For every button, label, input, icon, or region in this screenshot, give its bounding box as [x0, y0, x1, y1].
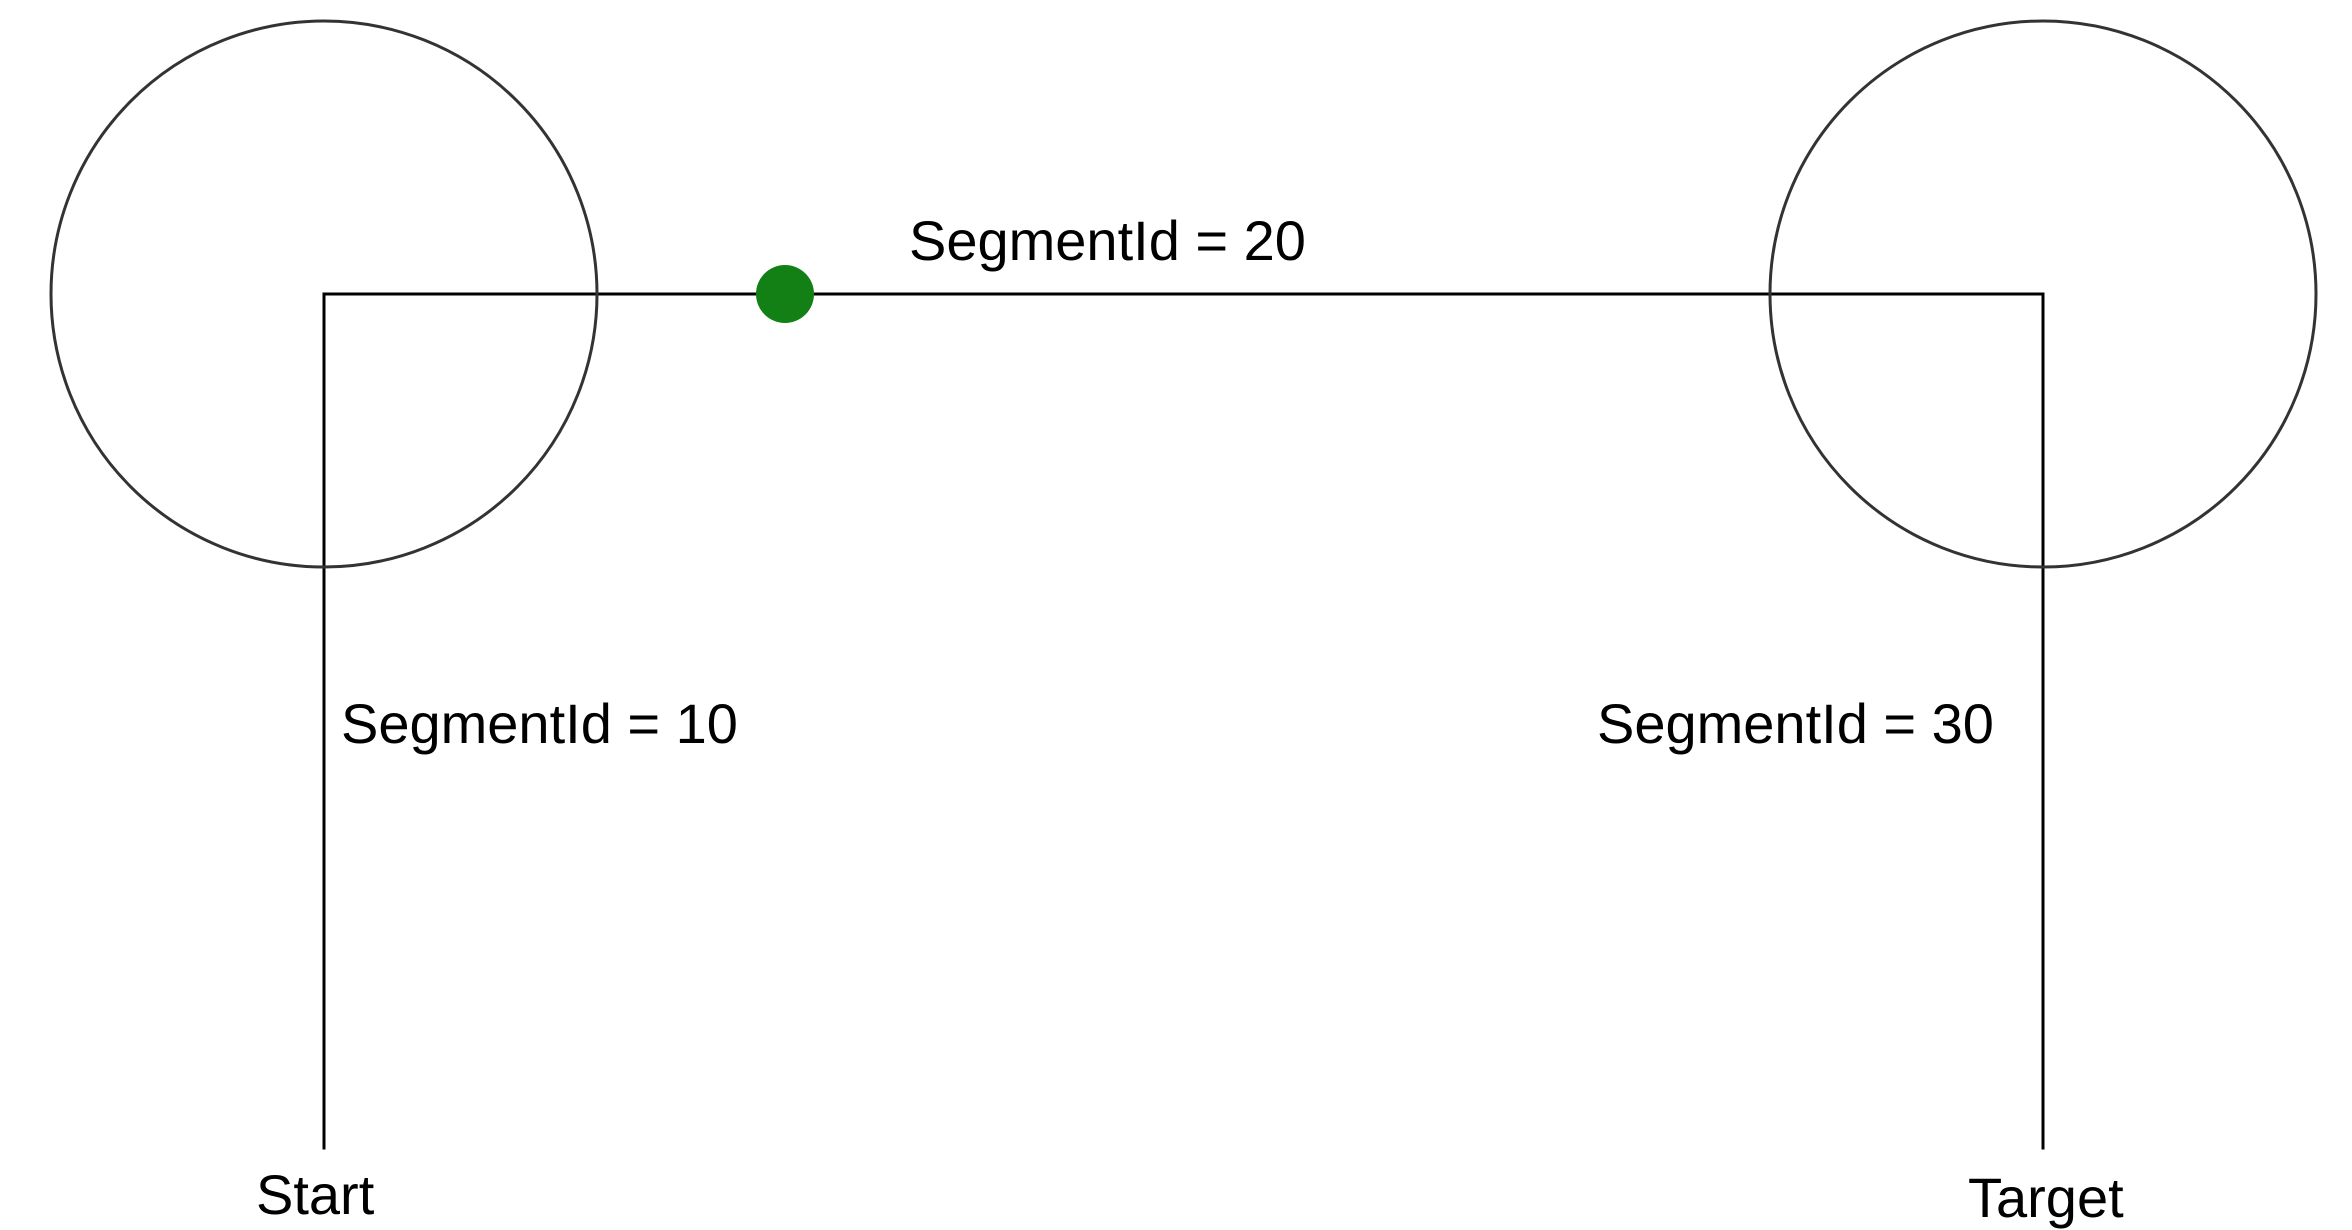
position-marker	[756, 265, 814, 323]
segment-20-label: SegmentId = 20	[909, 209, 1306, 272]
target-label: Target	[1968, 1166, 2124, 1229]
target-corner-circle	[1768, 19, 2318, 569]
segment-30-label: SegmentId = 30	[1597, 692, 1994, 755]
start-corner-circle	[49, 19, 599, 569]
start-label: Start	[256, 1163, 375, 1226]
segment-10-label: SegmentId = 10	[341, 692, 738, 755]
route-path	[322, 292, 2045, 1150]
